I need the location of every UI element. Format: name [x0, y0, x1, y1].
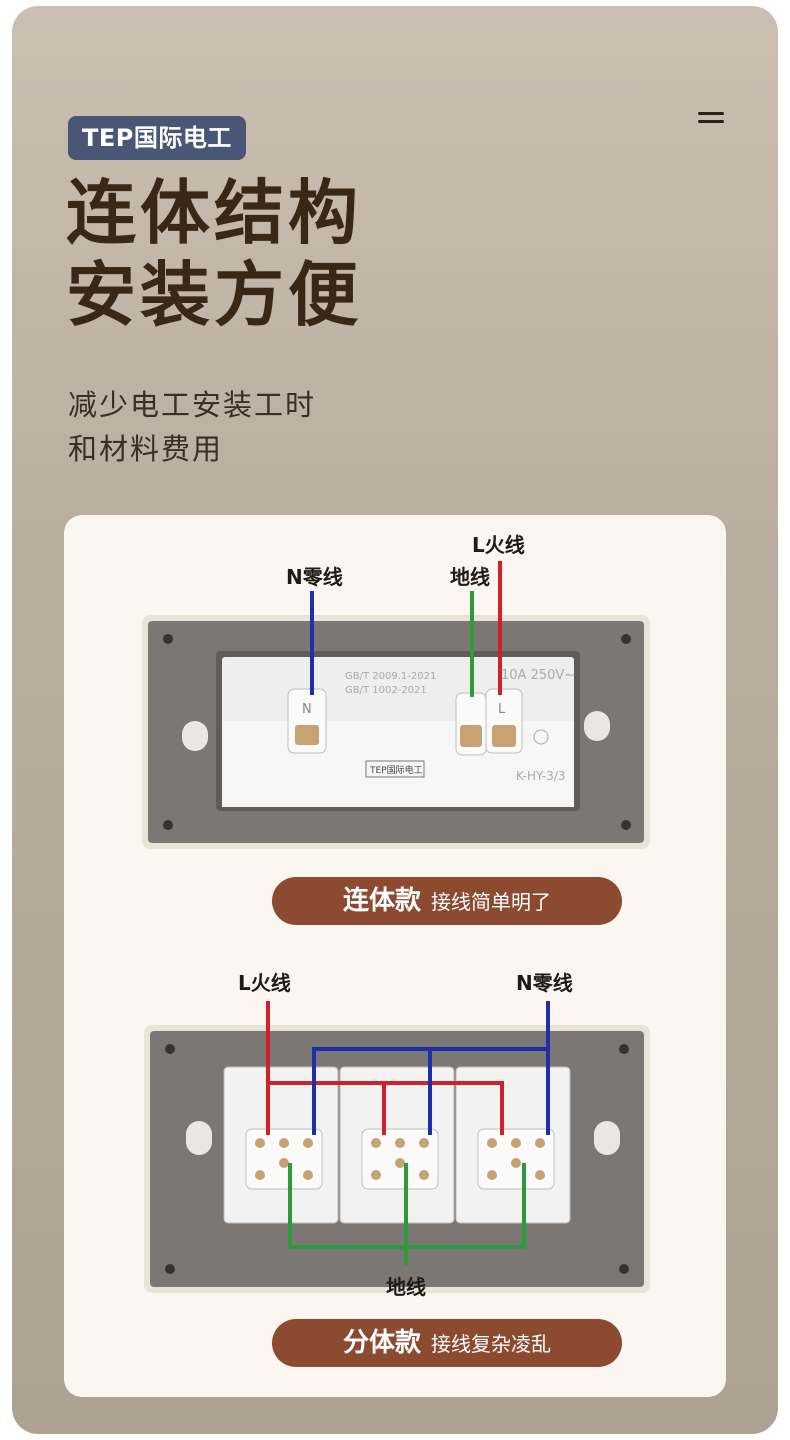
terminal-n-letter: N [302, 702, 312, 717]
model-text: K-HY-3/3 [516, 769, 566, 783]
standard-text-2: GB/T 1002-2021 [345, 685, 427, 696]
split-caption-text: 接线复杂凌乱 [431, 1332, 551, 1356]
split-socket-plate [144, 1025, 650, 1293]
menu-icon[interactable] [698, 112, 724, 126]
module-brand: TEP国际电工 [369, 764, 423, 776]
integrated-caption-bold: 连体款 [342, 886, 421, 916]
bottom-neutral-label: N零线 [516, 971, 573, 995]
comparison-card: GB/T 2009.1-2021 GB/T 1002-2021 10A 250V… [64, 515, 726, 1397]
terminal-l-letter: L [498, 702, 506, 717]
integrated-socket-plate [142, 615, 650, 849]
top-earth-label: 地线 [450, 565, 490, 589]
split-earth-wires [288, 1163, 526, 1265]
page-frame: TEP国际电工 连体结构 安装方便 减少电工安装工时 和材料费用 [12, 6, 778, 1434]
module-2 [339, 1066, 455, 1224]
split-neutral-wires [312, 1001, 550, 1135]
headline-line-2: 安装方便 [66, 254, 362, 336]
split-caption-bold: 分体款 [342, 1328, 421, 1358]
split-live-wires [266, 1001, 504, 1135]
rating-text: 10A 250V~ [501, 668, 575, 683]
subtitle-line-1: 减少电工安装工时 [68, 388, 317, 422]
subtitle-line-2: 和材料费用 [68, 432, 224, 466]
integrated-caption-text: 接线简单明了 [431, 890, 551, 914]
module-1 [223, 1066, 339, 1224]
top-live-label: L火线 [472, 533, 525, 557]
integrated-caption-pill: 连体款接线简单明了 [272, 877, 622, 925]
module-3 [455, 1066, 571, 1224]
bottom-earth-label: 地线 [386, 1275, 426, 1299]
headline-line-1: 连体结构 [66, 172, 362, 254]
split-caption-pill: 分体款接线复杂凌乱 [272, 1319, 622, 1367]
bottom-live-label: L火线 [238, 971, 291, 995]
brand-badge: TEP国际电工 [68, 116, 246, 160]
diagrams-svg: GB/T 2009.1-2021 GB/T 1002-2021 10A 250V… [142, 561, 650, 1293]
standard-text-1: GB/T 2009.1-2021 [345, 671, 436, 682]
top-neutral-label: N零线 [286, 565, 343, 589]
